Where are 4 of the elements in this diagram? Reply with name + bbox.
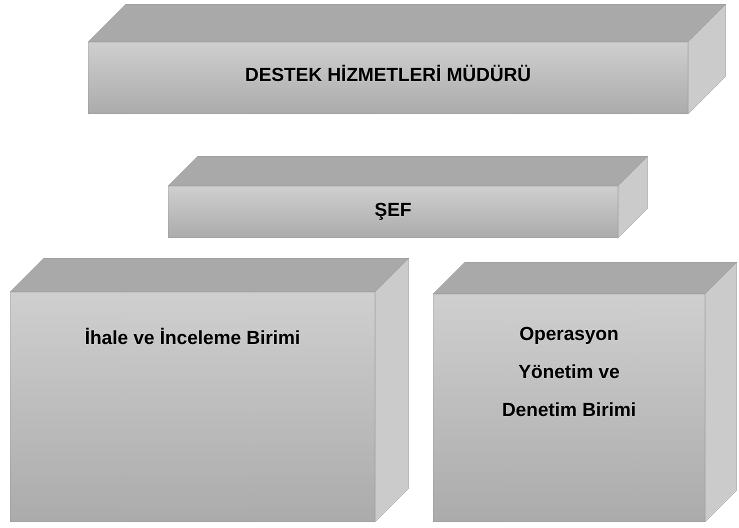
unit-title: DESTEK HİZMETLERİ MÜDÜRÜ bbox=[244, 64, 532, 88]
unit-title: ŞEF bbox=[374, 199, 412, 223]
unit-title: İhale ve İnceleme Birimi bbox=[84, 326, 300, 351]
unit-title: Operasyon Yönetim ve Denetim Birimi bbox=[500, 323, 638, 423]
